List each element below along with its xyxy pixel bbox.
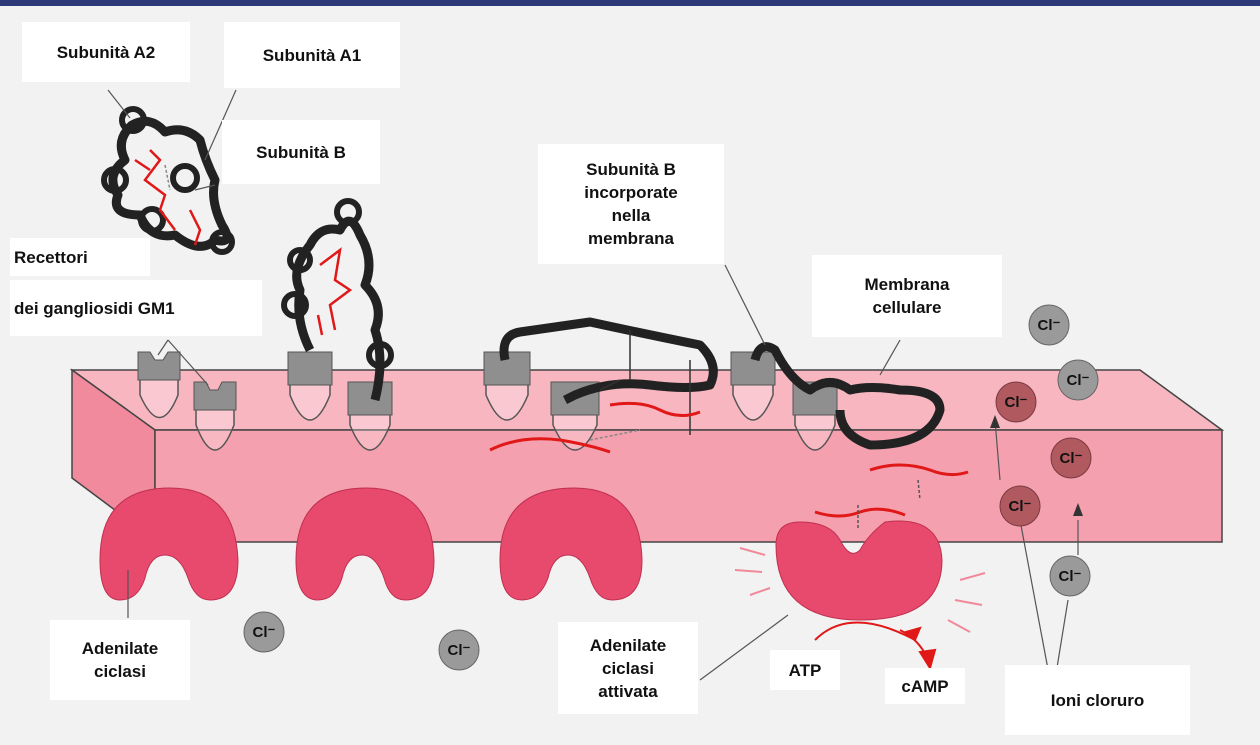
label-cell-membrane: Membrana cellulare bbox=[812, 255, 1002, 337]
label-subunit-a2: Subunità A2 bbox=[22, 22, 190, 82]
cell-membrane-block bbox=[72, 370, 1222, 542]
svg-text:Cl⁻: Cl⁻ bbox=[1059, 568, 1082, 585]
svg-text:Cl⁻: Cl⁻ bbox=[253, 624, 276, 641]
adenylate-cyclase bbox=[100, 488, 238, 600]
chloride-ion: Cl⁻ bbox=[1051, 438, 1091, 478]
label-atp: ATP bbox=[770, 650, 840, 690]
label-adenylate-cyclase-activated: Adenilate ciclasi attivata bbox=[558, 622, 698, 714]
label-chloride-ions: Ioni cloruro bbox=[1005, 665, 1190, 735]
label-subunit-b-incorporated: Subunità B incorporate nella membrana bbox=[538, 144, 724, 264]
adenylate-cyclase bbox=[296, 488, 434, 600]
svg-text:Cl⁻: Cl⁻ bbox=[1067, 372, 1090, 389]
label-receptors-line1: Recettori bbox=[10, 238, 150, 276]
chloride-ion: Cl⁻ bbox=[1058, 360, 1098, 400]
label-adenylate-cyclase: Adenilate ciclasi bbox=[50, 620, 190, 700]
adenylate-cyclase bbox=[500, 488, 642, 600]
chloride-ion: Cl⁻ bbox=[439, 630, 479, 670]
svg-text:Cl⁻: Cl⁻ bbox=[448, 642, 471, 659]
chloride-ion: Cl⁻ bbox=[1000, 486, 1040, 526]
label-receptors-line2: dei gangliosidi GM1 bbox=[10, 280, 262, 336]
label-camp: cAMP bbox=[885, 668, 965, 704]
chloride-ion: Cl⁻ bbox=[996, 382, 1036, 422]
svg-text:Cl⁻: Cl⁻ bbox=[1009, 498, 1032, 515]
label-subunit-a1: Subunità A1 bbox=[224, 22, 400, 88]
chloride-ion: Cl⁻ bbox=[1029, 305, 1069, 345]
label-subunit-b: Subunità B bbox=[222, 120, 380, 184]
svg-text:Cl⁻: Cl⁻ bbox=[1005, 394, 1028, 411]
cholera-toxin-free bbox=[104, 109, 232, 252]
chloride-ion: Cl⁻ bbox=[1050, 556, 1090, 596]
svg-text:Cl⁻: Cl⁻ bbox=[1060, 450, 1083, 467]
chloride-ion: Cl⁻ bbox=[244, 612, 284, 652]
svg-text:Cl⁻: Cl⁻ bbox=[1038, 317, 1061, 334]
